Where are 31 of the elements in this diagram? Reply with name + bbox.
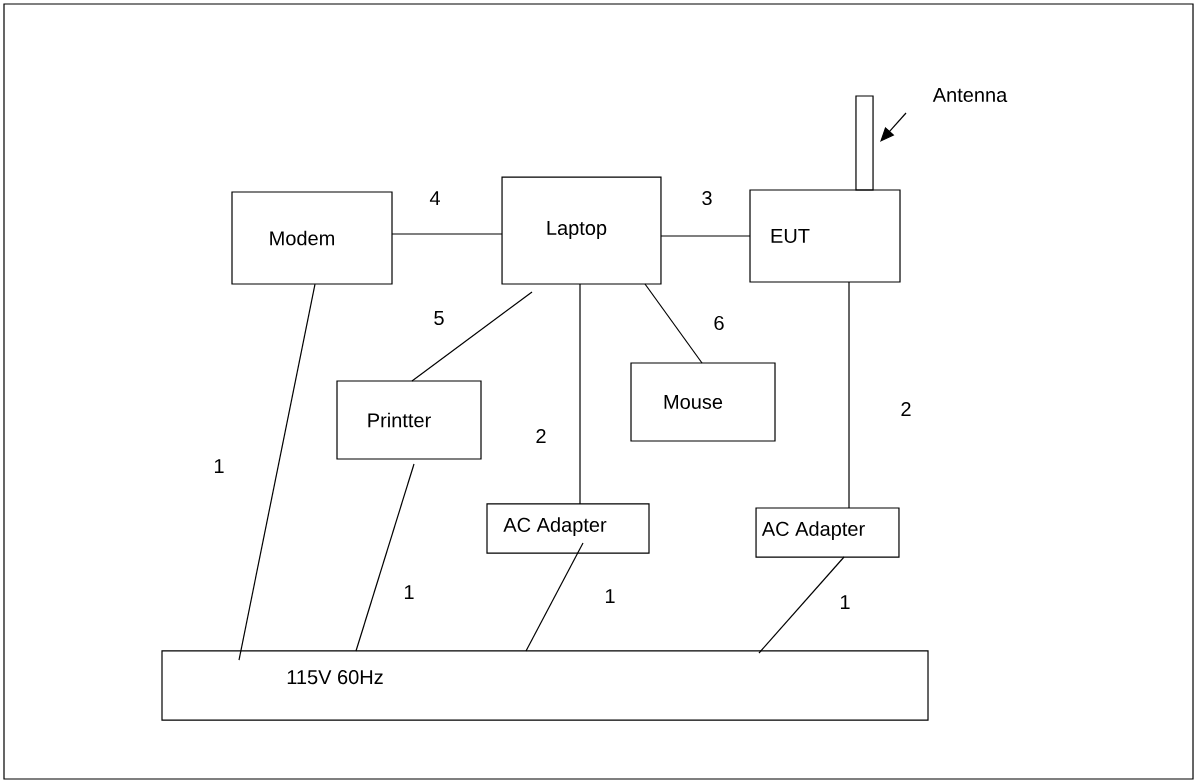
- cable-line: [644, 283, 703, 364]
- antenna-rod: [855, 95, 874, 191]
- antenna-label: Antenna: [932, 88, 1008, 102]
- edge-label: 1: [603, 587, 617, 605]
- edge-label: 2: [534, 427, 548, 445]
- cable-line: [525, 542, 584, 652]
- edge-label: 2: [899, 400, 913, 418]
- device-box: EUT: [749, 189, 901, 283]
- cable-line: [355, 463, 415, 652]
- cable-line: [758, 556, 845, 654]
- cable-line: [848, 281, 850, 509]
- device-box: Laptop: [501, 176, 662, 285]
- edge-label: 1: [838, 593, 852, 611]
- power-strip-box: 115V 60Hz: [161, 650, 929, 721]
- cable-line: [238, 283, 316, 661]
- edge-label: 1: [402, 583, 416, 601]
- adapter-box: AC Adapter: [486, 503, 650, 554]
- edge-label: 3: [700, 189, 714, 207]
- edge-label: 5: [432, 309, 446, 327]
- device-box: Printter: [336, 380, 482, 460]
- device-box: Mouse: [630, 362, 776, 442]
- cable-line: [579, 283, 581, 505]
- device-box: Modem: [231, 191, 393, 285]
- edge-label: 1: [212, 457, 226, 475]
- cable-line: [391, 233, 503, 235]
- edge-label: 4: [428, 189, 442, 207]
- adapter-box: AC Adapter: [755, 507, 900, 558]
- cable-line: [660, 235, 751, 237]
- cable-line: [411, 291, 533, 382]
- edge-label: 6: [712, 314, 726, 332]
- leader-arrow: [880, 112, 907, 142]
